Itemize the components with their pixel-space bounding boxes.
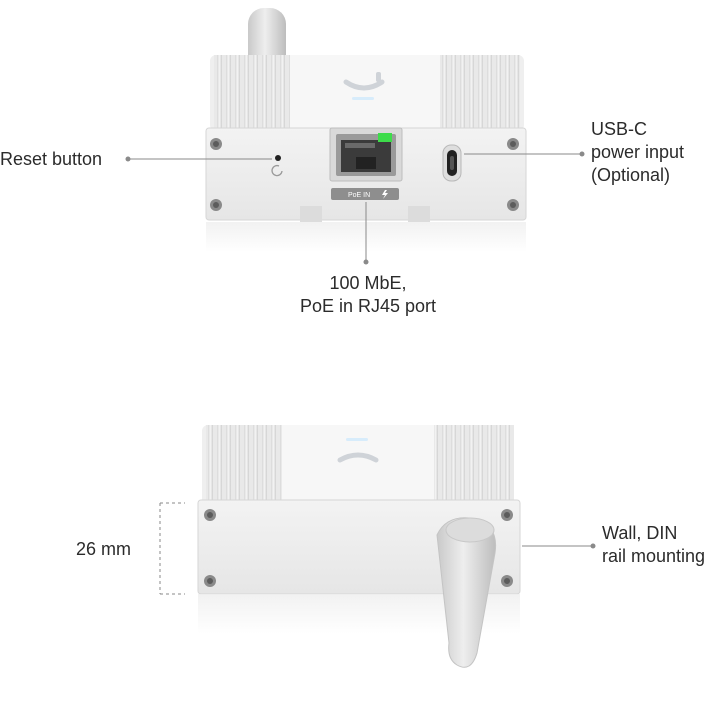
usb-c-label-line: USB-C [591, 119, 648, 139]
heatsink-fins-left [214, 55, 290, 131]
reset-icon [271, 164, 283, 177]
height-dimension-bracket [159, 502, 185, 595]
usb-c-label-line: (Optional) [591, 165, 671, 185]
screw-icon-back [204, 509, 513, 587]
usb-c-label-line: power input [591, 142, 685, 162]
height-label: 26 mm [76, 539, 132, 559]
lightning-icon [382, 190, 388, 199]
device-front-view: PoE IN [205, 8, 527, 252]
heatsink-fins-left-back [206, 425, 282, 511]
ubiquiti-logo-icon [343, 72, 385, 100]
heatsink-fins-right [440, 55, 520, 131]
reset-button-hole [275, 155, 281, 161]
antenna-front [436, 517, 497, 668]
callout-lines-top [125, 151, 585, 265]
device-back-view [197, 425, 521, 668]
rj45-port-label-line: 100 MbE, [329, 273, 407, 293]
screw-icon [210, 138, 519, 211]
ubiquiti-logo-icon-back [337, 438, 379, 463]
mounting-label-line: rail mounting [602, 546, 706, 566]
mounting-label: Wall, DIN rail mounting [602, 522, 705, 568]
heatsink-fins-right-back [434, 425, 514, 511]
callout-line-mounting [522, 543, 596, 549]
poe-in-tag-text: PoE IN [348, 192, 370, 199]
usb-c-port [442, 144, 462, 182]
usb-c-label: USB-C power input (Optional) [591, 118, 684, 187]
rj45-port-label: 100 MbE, PoE in RJ45 port [280, 272, 456, 318]
rj45-port [329, 127, 403, 182]
poe-in-tag: PoE IN [331, 188, 399, 200]
link-led-icon [378, 133, 392, 142]
mounting-label-line: Wall, DIN [602, 523, 678, 543]
rj45-port-label-line: PoE in RJ45 port [299, 296, 437, 316]
reset-button-label: Reset button [0, 149, 103, 169]
